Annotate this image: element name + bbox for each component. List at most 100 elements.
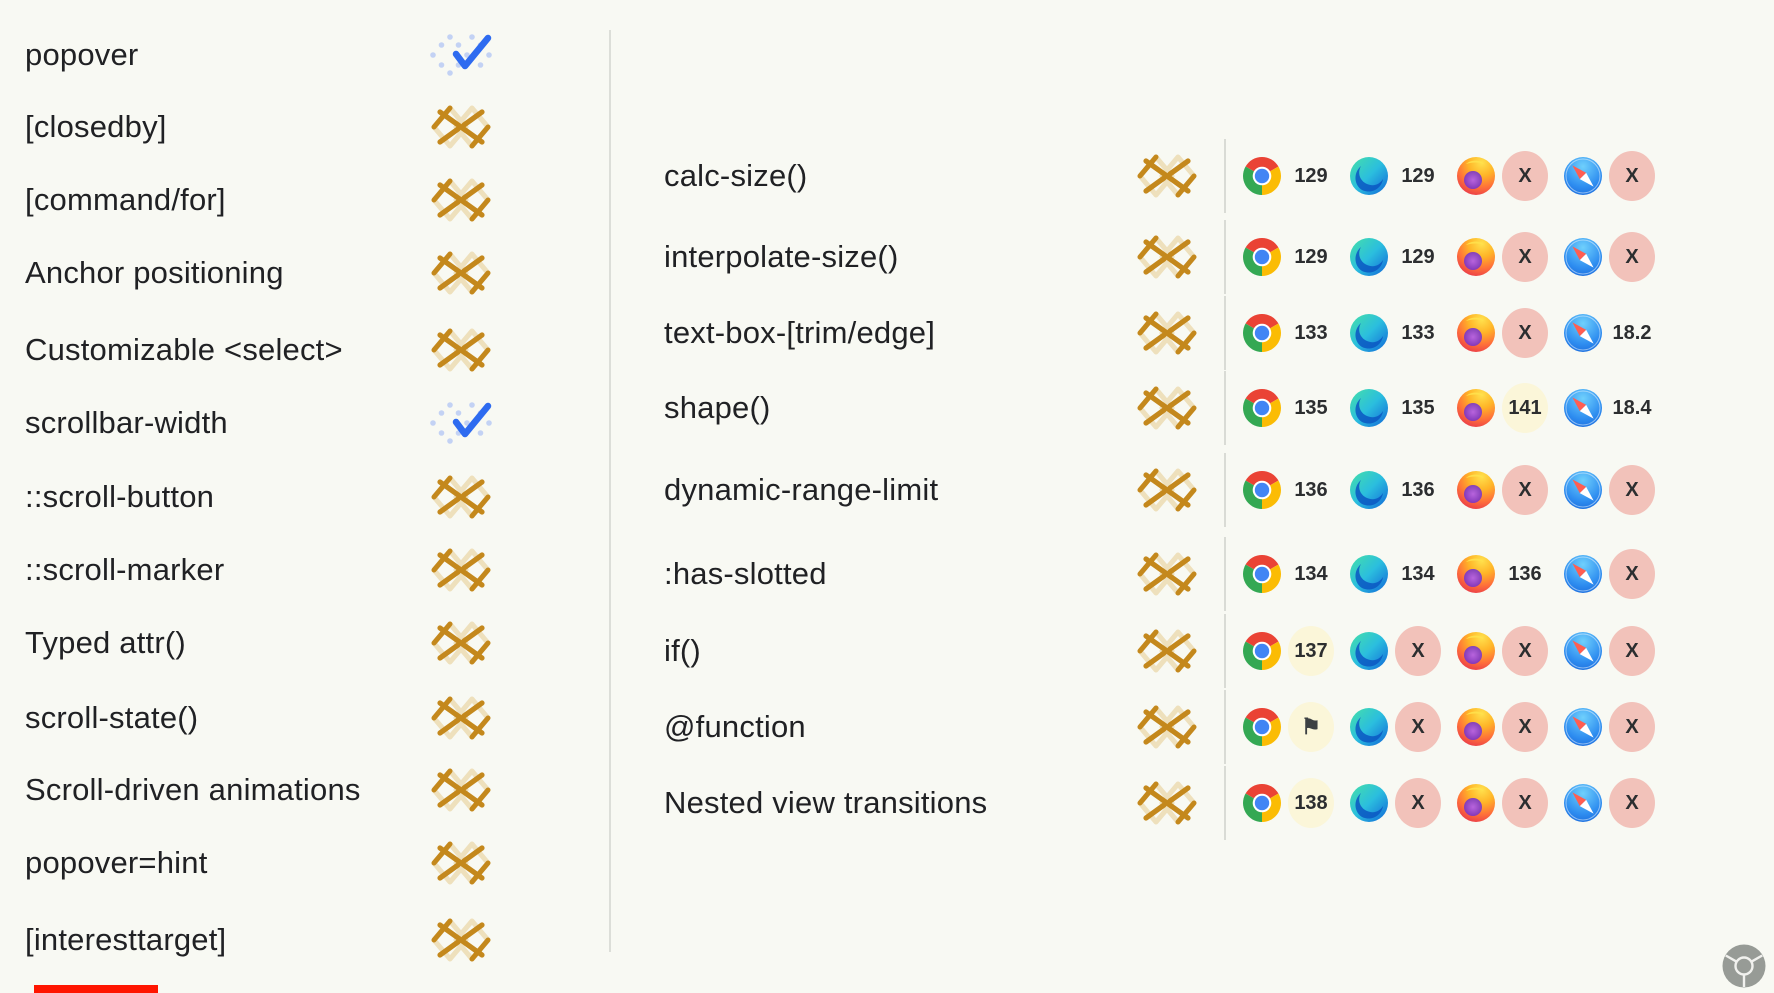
feature-label: popover=hint	[25, 845, 208, 880]
feature-label: [command/for]	[25, 182, 226, 217]
flag-icon: ⚑	[1301, 714, 1321, 739]
support-badge: X	[1609, 465, 1655, 515]
chrome-icon	[1242, 237, 1282, 277]
support-badge: 136	[1294, 478, 1328, 501]
firefox-icon	[1456, 707, 1496, 747]
safari-icon	[1563, 313, 1603, 353]
feature-label: Scroll-driven animations	[25, 772, 361, 807]
support-badge: X	[1502, 232, 1548, 282]
row-divider	[1224, 537, 1226, 611]
safari-icon	[1563, 388, 1603, 428]
browser-cell-chrome: 137	[1242, 626, 1336, 676]
baseline-limited-icon	[1134, 149, 1200, 203]
browser-cell-safari: X	[1563, 778, 1657, 828]
feature-label: ::scroll-button	[25, 479, 215, 514]
row-divider	[1224, 614, 1226, 688]
browser-cell-edge: 133	[1349, 308, 1443, 358]
baseline-limited-icon	[428, 246, 494, 300]
feature-row: scrollbar-width	[25, 387, 575, 459]
chrome-icon	[1242, 554, 1282, 594]
firefox-icon	[1456, 470, 1496, 510]
edge-icon	[1349, 313, 1389, 353]
edge-icon	[1349, 156, 1389, 196]
support-badge: X	[1609, 151, 1655, 201]
baseline-limited-icon	[428, 100, 494, 154]
feature-row: ::scroll-marker	[25, 534, 575, 606]
support-badge: X	[1609, 232, 1655, 282]
feature-row: [command/for]	[25, 164, 575, 236]
firefox-icon	[1456, 237, 1496, 277]
baseline-limited-icon	[1134, 463, 1200, 517]
chrome-icon	[1242, 631, 1282, 671]
row-divider	[1224, 690, 1226, 764]
edge-icon	[1349, 783, 1389, 823]
browser-cell-firefox: X	[1456, 626, 1550, 676]
browser-support-group: 133 133 X 18.2	[1242, 308, 1657, 358]
browser-support-group: 129 129 X X	[1242, 232, 1657, 282]
support-badge: 129	[1401, 245, 1435, 268]
feature-label: Customizable <select>	[25, 332, 343, 367]
support-badge: X	[1609, 778, 1655, 828]
browser-cell-edge: X	[1349, 626, 1443, 676]
baseline-limited-icon	[428, 323, 494, 377]
column-divider	[609, 30, 611, 952]
support-badge: 141	[1502, 383, 1548, 433]
browser-cell-firefox: X	[1456, 778, 1550, 828]
support-badge: 134	[1294, 562, 1328, 585]
feature-row: ::scroll-button	[25, 461, 575, 533]
support-badge: 138	[1288, 778, 1334, 828]
support-badge: X	[1502, 702, 1548, 752]
chrome-icon	[1242, 388, 1282, 428]
chrome-icon	[1242, 156, 1282, 196]
support-badge: 135	[1401, 396, 1435, 419]
browser-cell-edge: X	[1349, 778, 1443, 828]
support-badge: X	[1502, 308, 1548, 358]
chrome-icon	[1242, 783, 1282, 823]
browser-cell-chrome: 133	[1242, 308, 1336, 358]
browser-cell-firefox: X	[1456, 465, 1550, 515]
support-badge: 129	[1294, 245, 1328, 268]
baseline-limited-icon	[1134, 624, 1200, 678]
browser-cell-safari: X	[1563, 626, 1657, 676]
row-divider	[1224, 371, 1226, 445]
feature-row: Typed attr()	[25, 607, 575, 679]
browser-cell-firefox: X	[1456, 702, 1550, 752]
edge-icon	[1349, 237, 1389, 277]
browser-cell-firefox: 136	[1456, 549, 1550, 599]
edge-icon	[1349, 707, 1389, 747]
feature-label: interpolate-size()	[664, 239, 899, 274]
baseline-limited-icon	[1134, 776, 1200, 830]
browser-cell-safari: X	[1563, 549, 1657, 599]
browser-cell-edge: 135	[1349, 383, 1443, 433]
baseline-limited-icon	[1134, 700, 1200, 754]
browser-cell-edge: 136	[1349, 465, 1443, 515]
browser-cell-chrome: 135	[1242, 383, 1336, 433]
browser-cell-chrome: ⚑	[1242, 702, 1336, 752]
support-badge: X	[1502, 465, 1548, 515]
firefox-icon	[1456, 554, 1496, 594]
support-badge: ⚑	[1288, 702, 1334, 752]
safari-icon	[1563, 707, 1603, 747]
support-badge: X	[1395, 702, 1441, 752]
feature-row: Anchor positioning	[25, 237, 575, 309]
support-badge: X	[1502, 626, 1548, 676]
browser-cell-safari: 18.2	[1563, 308, 1657, 358]
support-badge: 136	[1508, 562, 1542, 585]
support-badge: X	[1395, 778, 1441, 828]
row-divider	[1224, 139, 1226, 213]
feature-label: calc-size()	[664, 158, 808, 193]
firefox-icon	[1456, 156, 1496, 196]
browser-cell-edge: 129	[1349, 232, 1443, 282]
support-badge: 129	[1294, 164, 1328, 187]
feature-label: @function	[664, 709, 806, 744]
feature-label: Nested view transitions	[664, 785, 988, 820]
baseline-limited-icon	[428, 470, 494, 524]
